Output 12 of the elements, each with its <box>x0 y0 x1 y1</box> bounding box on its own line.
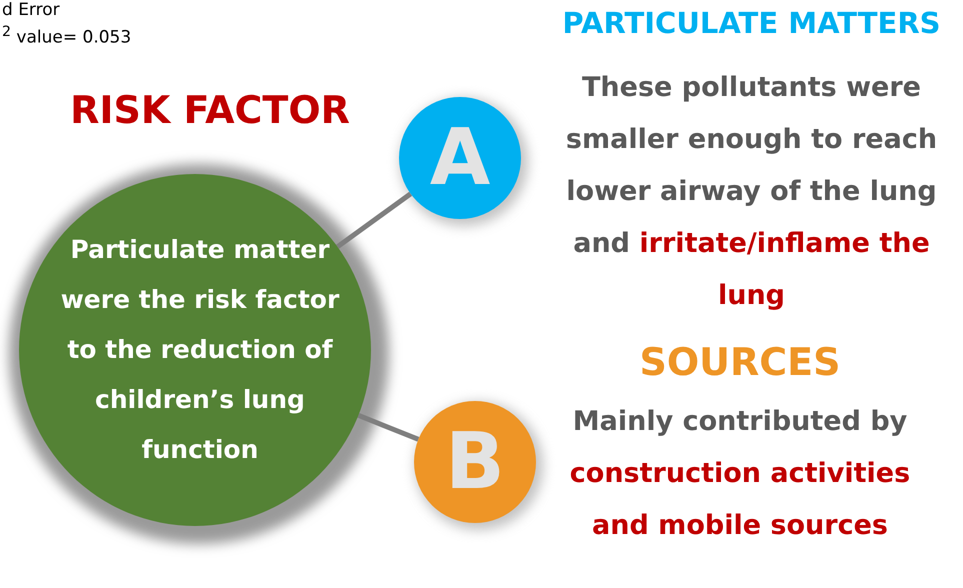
letter-circle: A <box>399 97 521 219</box>
connector-line <box>336 192 412 249</box>
connector-line <box>357 413 420 442</box>
heading: RISK FACTOR <box>69 88 351 132</box>
note-text: d Error <box>2 0 60 20</box>
description-text: Particulate matter were the risk factor to the reduction of children’s lung function <box>60 234 340 466</box>
section-heading: PARTICULATE MATTERS <box>561 6 942 40</box>
section-heading: SOURCES <box>638 340 842 384</box>
description-text: These pollutants were smaller enough to reach lower airway of the lung and irritate/inflame the lung <box>564 71 938 313</box>
note-text: $^{2}$ value= 0.053 <box>2 23 132 48</box>
letter-circle: B <box>414 401 536 523</box>
description-text: Mainly contributed by construction activities and mobile sources <box>568 405 912 543</box>
